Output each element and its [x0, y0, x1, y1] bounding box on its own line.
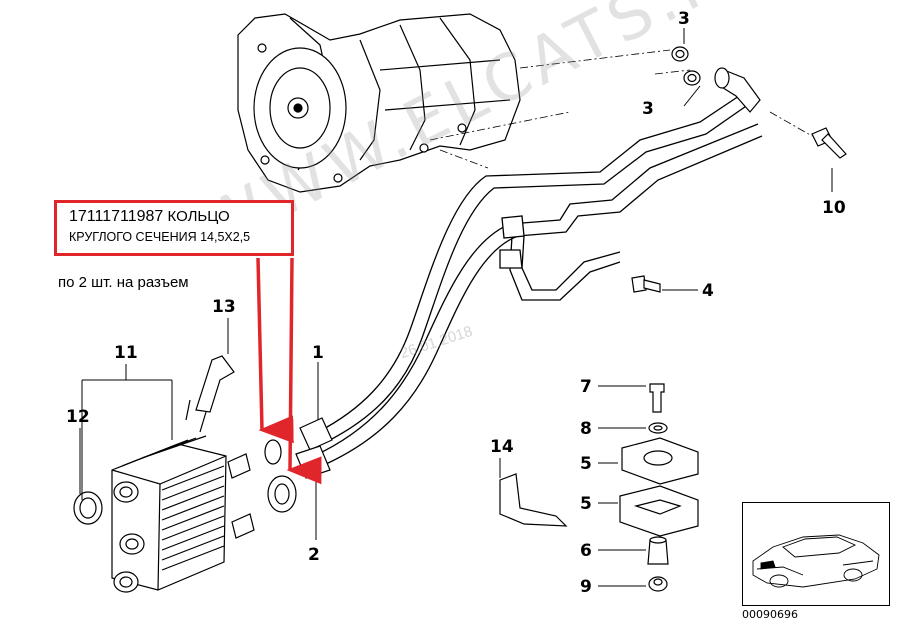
- seal-ring-12: [73, 491, 103, 525]
- diagram-code: 00090696: [742, 608, 798, 621]
- quantity-note: по 2 шт. на разъем: [58, 274, 189, 291]
- callout-5-upper: 5: [580, 454, 592, 474]
- highlight-arrows: [256, 257, 322, 485]
- part-name: КОЛЬЦО: [167, 208, 230, 225]
- callout-13: 13: [212, 297, 236, 317]
- callout-8: 8: [580, 419, 592, 439]
- transmission: [237, 13, 521, 193]
- car-icon: [752, 534, 880, 588]
- part-note-box: 17111711987 КОЛЬЦО КРУГЛОГО СЕЧЕНИЯ 14,5…: [54, 200, 294, 256]
- bolt-4: [631, 275, 661, 293]
- callout-14: 14: [490, 437, 514, 457]
- part-number: 17111711987: [69, 208, 164, 225]
- reference-lines: [429, 49, 813, 169]
- callout-11: 11: [114, 343, 138, 363]
- oil-cooler: [111, 435, 255, 593]
- clip-13: [185, 355, 235, 433]
- leader-lines: [79, 28, 833, 587]
- arrow-to-ring-1: [256, 257, 294, 444]
- part-name-line2: КРУГЛОГО СЕЧЕНИЯ 14,5X2,5: [69, 230, 251, 244]
- hardware-stack: [619, 383, 699, 592]
- cooler-pipes: [313, 89, 763, 465]
- callout-6: 6: [580, 541, 592, 561]
- callout-12: 12: [66, 407, 90, 427]
- seal-rings-3: [671, 46, 701, 86]
- part-note-line1: 17111711987 КОЛЬЦО: [69, 207, 291, 227]
- callout-4: 4: [702, 281, 714, 301]
- callout-9: 9: [580, 577, 592, 597]
- arrow-to-ring-2: [286, 257, 322, 485]
- callout-10: 10: [822, 198, 846, 218]
- callout-3-lower: 3: [642, 99, 654, 119]
- bolt-10: [811, 127, 847, 159]
- bracket-14: [499, 473, 568, 527]
- callout-1: 1: [312, 343, 324, 363]
- callout-5-lower: 5: [580, 494, 592, 514]
- vehicle-inset: [742, 502, 890, 606]
- callout-7: 7: [580, 377, 592, 397]
- callout-3-upper: 3: [678, 9, 690, 29]
- callout-2: 2: [308, 545, 320, 565]
